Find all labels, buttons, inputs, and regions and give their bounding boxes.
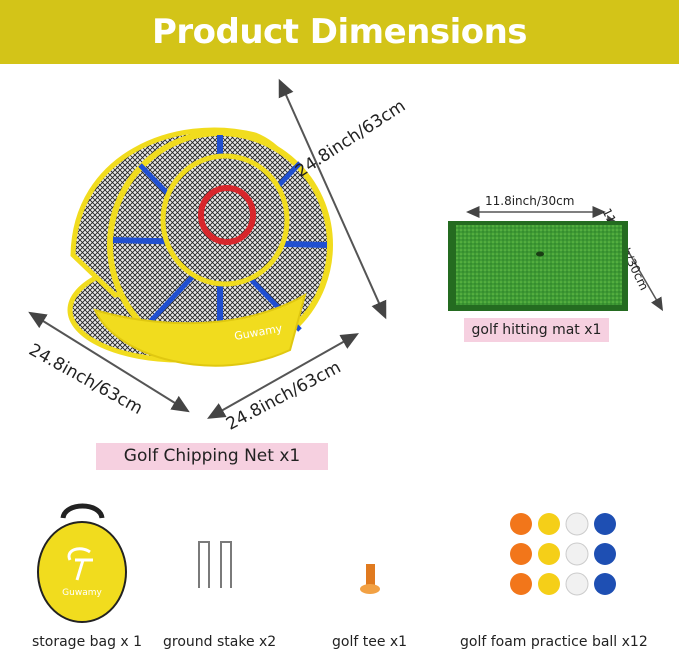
page-title: Product Dimensions <box>151 12 528 52</box>
ground-stake-image <box>198 541 232 588</box>
mat-label: golf hitting mat x1 <box>464 318 609 342</box>
mat-width-dimension: 11.8inch/30cm <box>485 194 575 208</box>
golf-tee-image <box>360 564 380 594</box>
golf-tee-label: golf tee x1 <box>332 634 408 650</box>
ball-row-1 <box>510 512 616 536</box>
foam-balls-image <box>510 512 616 596</box>
foam-ball-label: golf foam practice ball x12 <box>460 634 648 650</box>
storage-bag-image: Guwamy <box>37 503 127 623</box>
storage-bag-label: storage bag x 1 <box>32 634 143 650</box>
ball-row-2 <box>510 542 616 566</box>
net-label: Golf Chipping Net x1 <box>96 443 328 470</box>
ground-stake-label: ground stake x2 <box>163 634 277 650</box>
header-banner: Product Dimensions <box>0 0 679 64</box>
bag-brand-text: Guwamy <box>62 588 102 598</box>
hitting-mat-image <box>448 221 628 311</box>
ball-row-3 <box>510 572 616 596</box>
